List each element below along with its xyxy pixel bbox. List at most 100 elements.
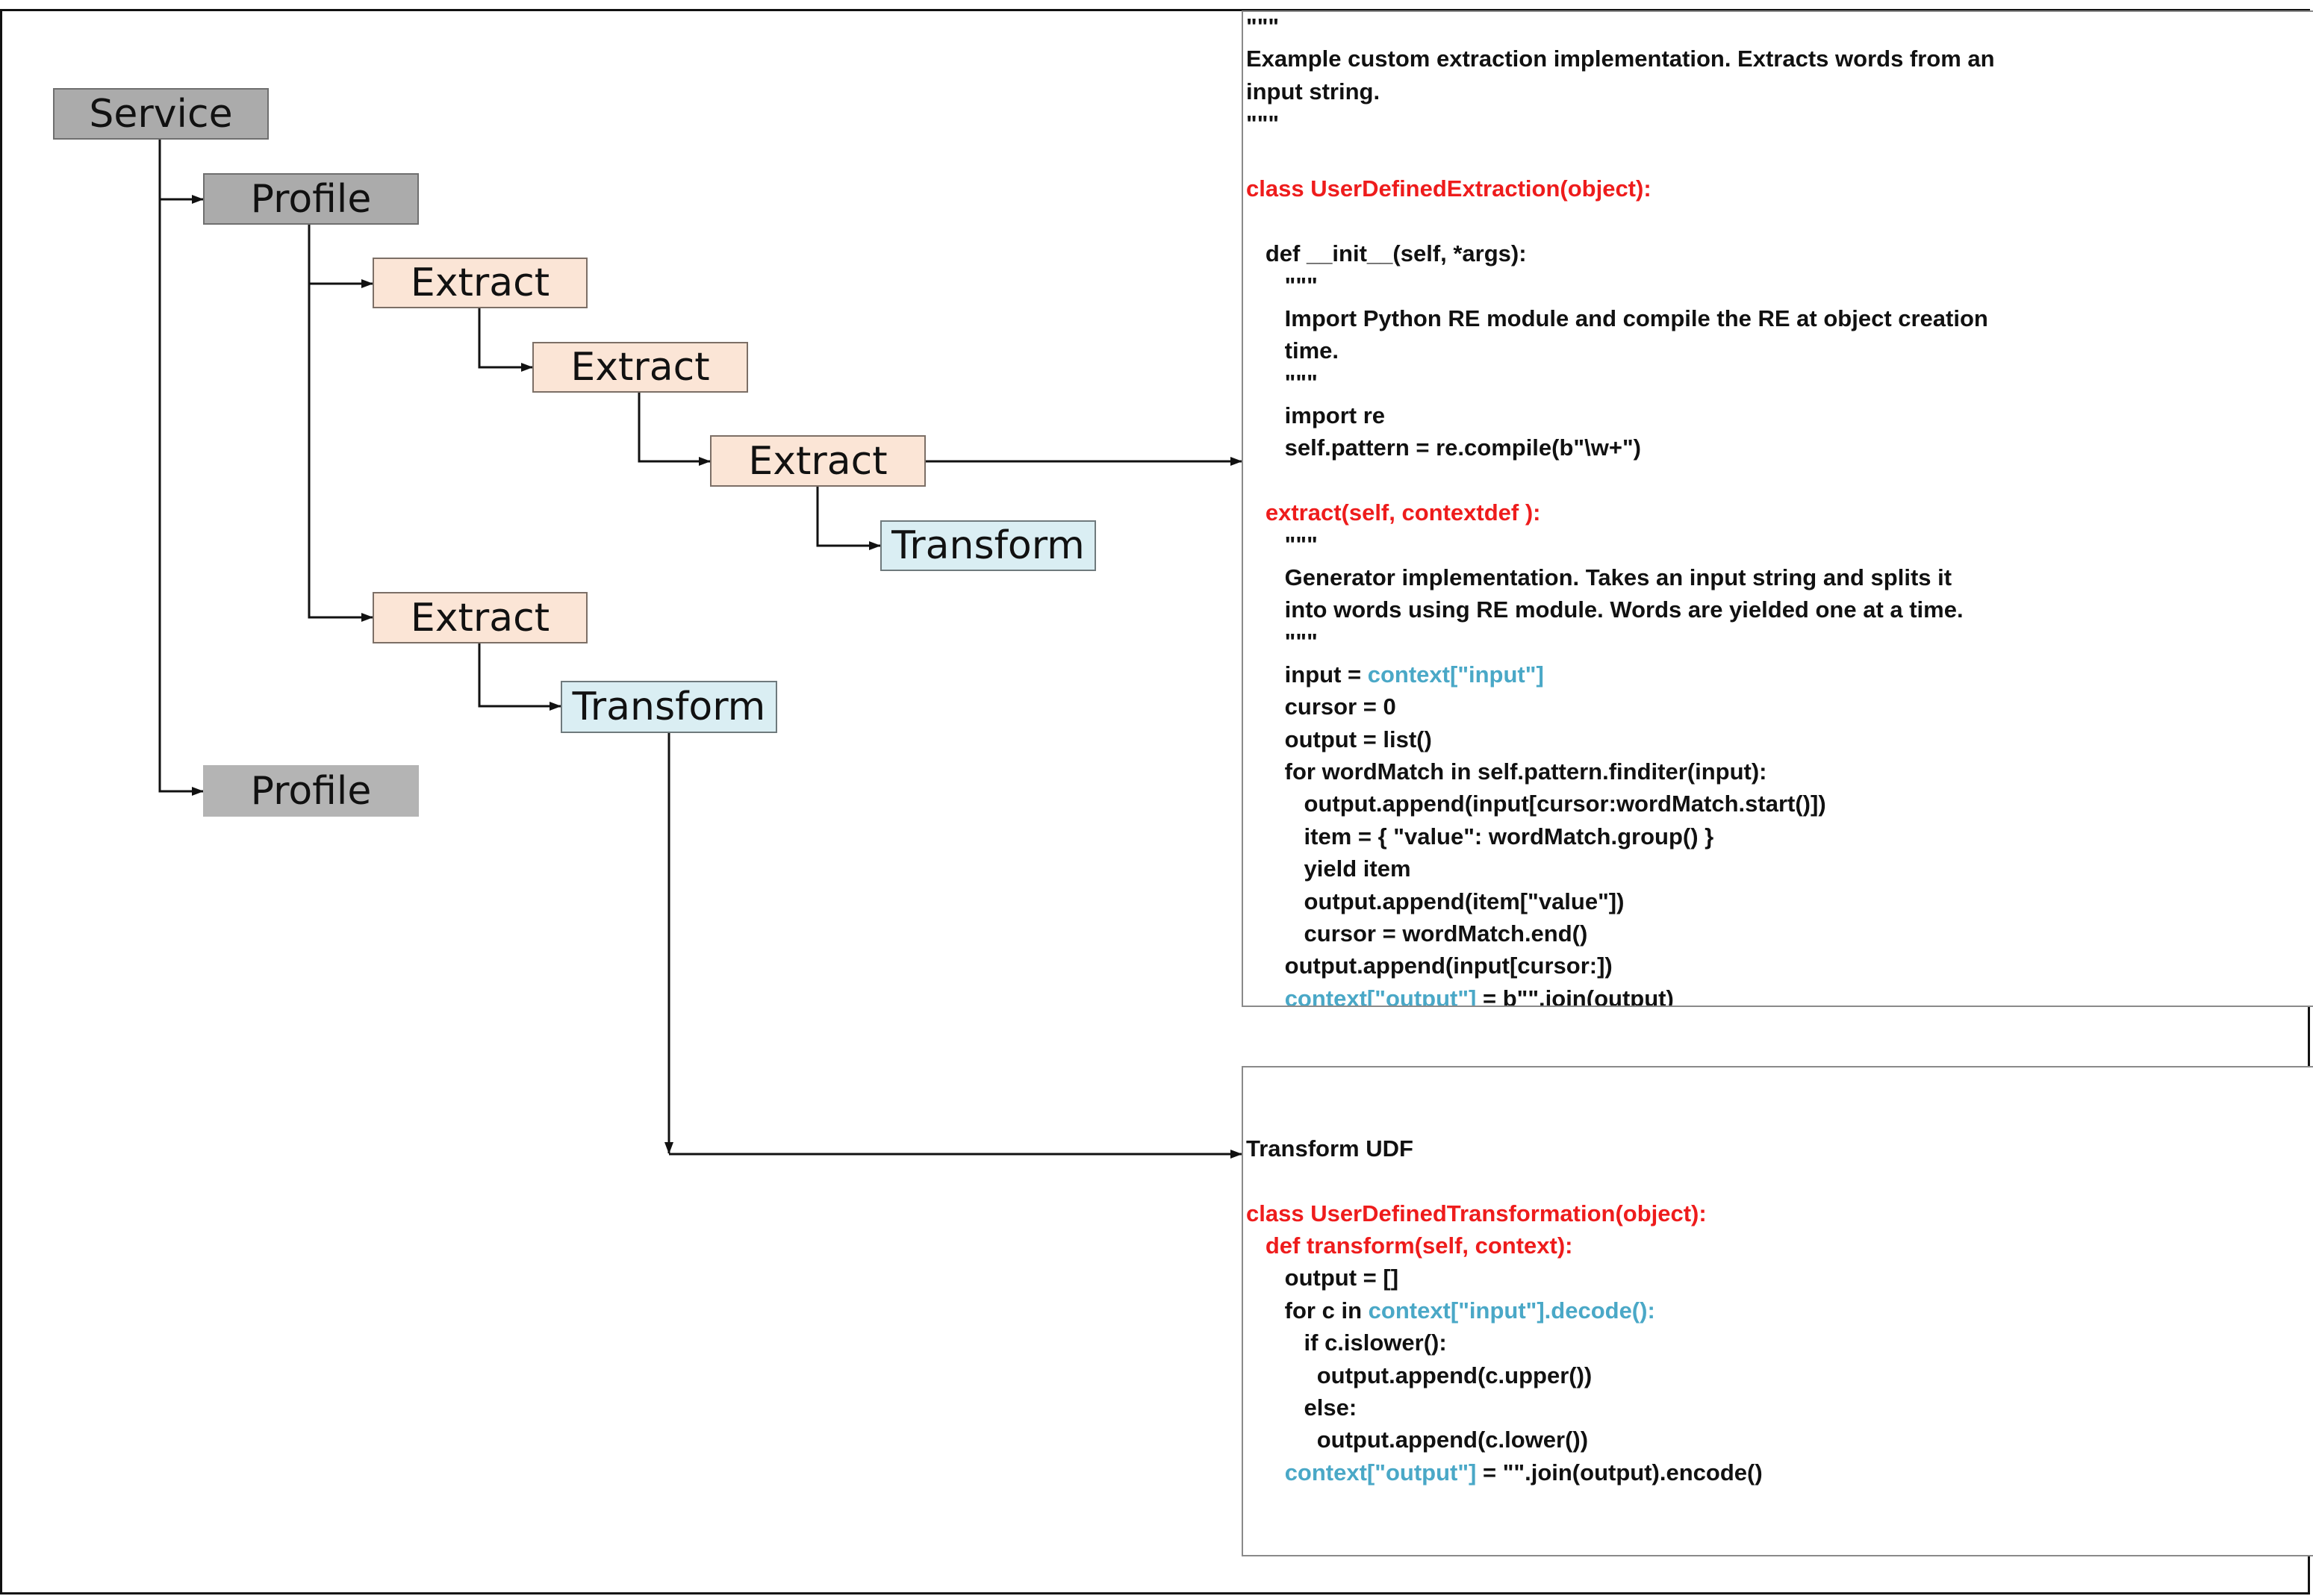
code-token: """ <box>1246 13 1280 40</box>
edge-extract-2-extract-3 <box>638 393 711 466</box>
code-token: Example custom extraction implementation… <box>1246 46 1995 72</box>
code-token: self.pattern = re.compile(b"\w+") <box>1246 434 1641 461</box>
code-token: context["output"] <box>1284 1459 1477 1486</box>
code-line: for c in context["input"].decode(): <box>1246 1294 1763 1327</box>
code-token: = b"".join(output) <box>1476 985 1674 1007</box>
code-line: """ <box>1246 626 1995 658</box>
code-token: context["input"] <box>1367 661 1544 688</box>
code-token: import re <box>1246 402 1386 428</box>
node-profile-1: Profile <box>203 173 419 225</box>
edge-service-profile-2 <box>158 199 204 796</box>
code-line: input = context["input"] <box>1246 658 1995 691</box>
code-token: output.append(input[cursor:]) <box>1246 953 1613 979</box>
code-line: extract(self, contextdef ): <box>1246 496 1995 529</box>
code-line: self.pattern = re.compile(b"\w+") <box>1246 431 1995 464</box>
code-line: cursor = wordMatch.end() <box>1246 917 1995 950</box>
edge-extract-1-extract-2 <box>478 308 533 372</box>
code-token: time. <box>1246 337 1339 364</box>
code-token: Transform UDF <box>1246 1135 1413 1162</box>
code-token: extract(self, contextdef ): <box>1265 499 1541 526</box>
code-token: item = { "value": wordMatch.group() } <box>1246 823 1714 850</box>
code-token: """ <box>1246 110 1280 137</box>
code-line: """ <box>1246 367 1995 399</box>
code-line: into words using RE module. Words are yi… <box>1246 593 1995 626</box>
code-token: into words using RE module. Words are yi… <box>1246 596 1964 623</box>
code-token <box>1246 985 1285 1006</box>
code-line: for wordMatch in self.pattern.finditer(i… <box>1246 755 1995 788</box>
code-token: output.append(item["value"]) <box>1246 888 1625 914</box>
code-line: output = [] <box>1246 1262 1763 1294</box>
code-line: import re <box>1246 399 1995 431</box>
edge-extract-4-transform-2 <box>478 643 561 711</box>
code-token: output.append(c.lower()) <box>1246 1427 1589 1453</box>
code-line: """ <box>1246 12 1995 43</box>
code-line: output = list() <box>1246 723 1995 755</box>
code-token: """ <box>1246 532 1318 558</box>
code-line <box>1246 1100 1763 1132</box>
code-token <box>1246 499 1266 526</box>
code-token: """ <box>1246 629 1318 655</box>
code-line: def transform(self, context): <box>1246 1229 1763 1262</box>
code-token: """ <box>1246 272 1318 299</box>
code-token: class UserDefinedExtraction(object): <box>1246 175 1652 202</box>
code-line: else: <box>1246 1391 1763 1424</box>
code-token: output.append(input[cursor:wordMatch.sta… <box>1246 791 1826 817</box>
code-token: Import Python RE module and compile the … <box>1246 305 1988 331</box>
code-line: output.append(input[cursor:wordMatch.sta… <box>1246 788 1995 820</box>
code-line: Import Python RE module and compile the … <box>1246 302 1995 334</box>
node-extract-2: Extract <box>532 342 748 393</box>
node-service: Service <box>53 88 269 140</box>
code-line <box>1246 1067 1763 1100</box>
code-line: output.append(c.upper()) <box>1246 1359 1763 1391</box>
node-extract-1: Extract <box>373 258 588 308</box>
code-line: item = { "value": wordMatch.group() } <box>1246 820 1995 852</box>
code-line: Transform UDF <box>1246 1132 1763 1165</box>
code-token: cursor = wordMatch.end() <box>1246 920 1588 947</box>
edge-service-profile-1 <box>158 139 204 204</box>
transformation-code: Transform UDF class UserDefinedTransforma… <box>1246 1067 1763 1489</box>
code-line: Example custom extraction implementation… <box>1246 43 1995 75</box>
node-extract-4: Extract <box>373 592 588 643</box>
code-line: class UserDefinedExtraction(object): <box>1246 172 1995 205</box>
extraction-code-panel: """ Example custom extraction implementat… <box>1242 10 2313 1007</box>
code-token: input = <box>1246 661 1368 688</box>
node-profile-2: Profile <box>203 765 419 817</box>
code-line <box>1246 140 1995 172</box>
code-line: yield item <box>1246 852 1995 885</box>
code-line: def __init__(self, *args): <box>1246 237 1995 269</box>
code-line <box>1246 1165 1763 1197</box>
code-token: else: <box>1246 1394 1357 1421</box>
code-line: context["output"] = b"".join(output) <box>1246 982 1995 1007</box>
code-token: def __init__(self, *args): <box>1246 240 1527 266</box>
extraction-code: """ Example custom extraction implementat… <box>1246 12 1995 1007</box>
code-line: cursor = 0 <box>1246 691 1995 723</box>
code-line: """ <box>1246 107 1995 140</box>
code-token: context["output"] <box>1284 985 1477 1007</box>
code-token: Generator implementation. Takes an input… <box>1246 564 1952 590</box>
code-line: Generator implementation. Takes an input… <box>1246 561 1995 593</box>
code-line: class UserDefinedTransformation(object): <box>1246 1197 1763 1229</box>
code-line: context["output"] = "".join(output).enco… <box>1246 1456 1763 1489</box>
code-token: context["input"].decode(): <box>1368 1297 1655 1324</box>
code-token: cursor = 0 <box>1246 693 1396 720</box>
code-line: input string. <box>1246 75 1995 107</box>
edge-extract-3-transform-1 <box>816 487 881 550</box>
code-line: """ <box>1246 529 1995 561</box>
code-line <box>1246 205 1995 237</box>
code-token: for c in <box>1246 1297 1369 1324</box>
node-extract-3: Extract <box>710 435 926 487</box>
code-line: time. <box>1246 334 1995 367</box>
code-token: output.append(c.upper()) <box>1246 1362 1593 1388</box>
node-transform-2: Transform <box>561 681 777 733</box>
code-line: if c.islower(): <box>1246 1327 1763 1359</box>
edge-profile-extract-1 <box>308 225 373 288</box>
code-token: class UserDefinedTransformation(object): <box>1246 1200 1707 1226</box>
edge-profile-extract-4 <box>308 284 373 622</box>
code-line: output.append(input[cursor:]) <box>1246 950 1995 982</box>
code-line: output.append(c.lower()) <box>1246 1424 1763 1456</box>
code-token: = "".join(output).encode() <box>1476 1459 1763 1486</box>
code-token: input string. <box>1246 78 1380 105</box>
code-token: if c.islower(): <box>1246 1330 1447 1356</box>
code-token: output = list() <box>1246 726 1432 752</box>
